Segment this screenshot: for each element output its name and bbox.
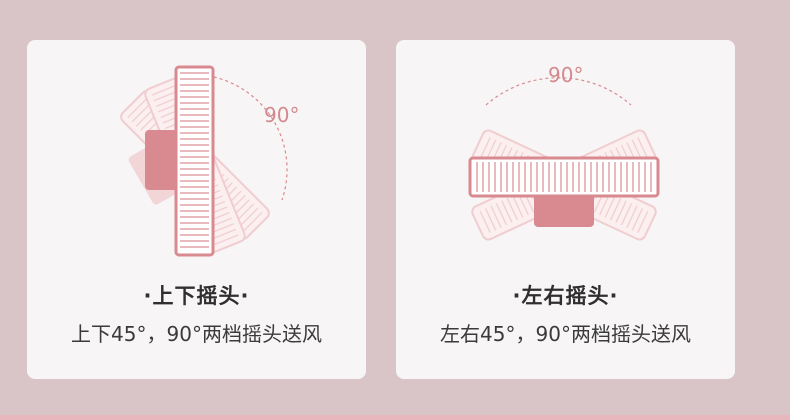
vertical-angle-label: 90° <box>264 103 299 127</box>
horizontal-oscillation-card: 90° ·左右摇头· 左右45°，90°两档摇头送风 <box>396 40 735 379</box>
card-title: ·上下摇头· <box>143 284 250 308</box>
bottom-accent-strip <box>0 415 790 420</box>
vertical-oscillation-card: 90° ·上下摇头· 上下45°，90°两档摇头送风 <box>27 40 366 379</box>
card-title: ·左右摇头· <box>512 284 619 308</box>
horizontal-angle-label: 90° <box>548 63 583 87</box>
card-description: 左右45°，90°两档摇头送风 <box>440 322 691 346</box>
horizontal-oscillation-illustration: 90° <box>468 63 660 241</box>
card-description: 上下45°，90°两档摇头送风 <box>71 322 322 346</box>
vertical-oscillation-illustration: 90° <box>120 65 299 257</box>
